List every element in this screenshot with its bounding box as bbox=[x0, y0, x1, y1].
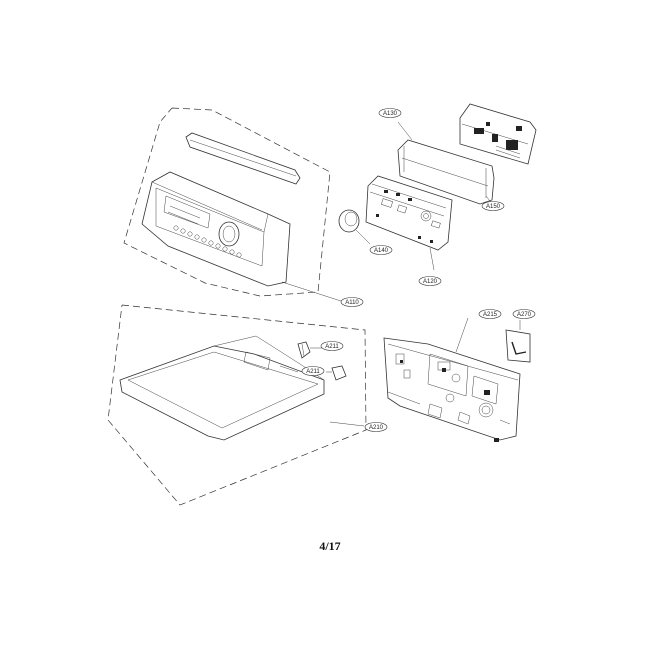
page-number: 4/17 bbox=[319, 539, 341, 553]
callout-a211-bottom: A211 bbox=[301, 366, 325, 376]
callout-a210: A210 bbox=[364, 422, 388, 432]
panel-trim-strip bbox=[185, 132, 301, 185]
svg-text:A140: A140 bbox=[374, 248, 389, 254]
svg-text:A210: A210 bbox=[369, 425, 384, 431]
top-lid bbox=[119, 335, 325, 441]
svg-text:A211: A211 bbox=[325, 344, 339, 350]
callout-a150: A150 bbox=[481, 201, 505, 211]
callout-a130: A130 bbox=[378, 108, 402, 118]
selector-knob bbox=[338, 209, 371, 245]
pcb-cover bbox=[397, 121, 495, 207]
svg-text:A211: A211 bbox=[306, 369, 320, 375]
callout-a211-top: A211 bbox=[320, 341, 344, 351]
callout-a120: A120 bbox=[418, 276, 442, 286]
control-panel-group bbox=[123, 107, 345, 303]
bracket-a215 bbox=[455, 317, 469, 353]
lid-hinge-lower bbox=[326, 365, 347, 381]
svg-text:A215: A215 bbox=[483, 312, 498, 318]
control-box bbox=[459, 103, 537, 165]
back-panel bbox=[383, 317, 531, 442]
lid-hinge-upper bbox=[297, 341, 322, 359]
pcb-assembly bbox=[365, 175, 453, 271]
svg-text:A120: A120 bbox=[423, 279, 438, 285]
svg-text:A130: A130 bbox=[383, 111, 398, 117]
callout-a270: A270 bbox=[512, 309, 536, 319]
svg-text:A150: A150 bbox=[486, 204, 501, 210]
top-lid-group bbox=[107, 304, 367, 506]
callout-a215: A215 bbox=[478, 309, 502, 319]
svg-text:A270: A270 bbox=[517, 312, 532, 318]
callout-a140: A140 bbox=[369, 245, 393, 255]
control-panel-housing bbox=[141, 171, 291, 287]
callout-a110: A110 bbox=[340, 297, 364, 307]
svg-text:A110: A110 bbox=[345, 300, 359, 306]
filter-part bbox=[505, 320, 531, 363]
